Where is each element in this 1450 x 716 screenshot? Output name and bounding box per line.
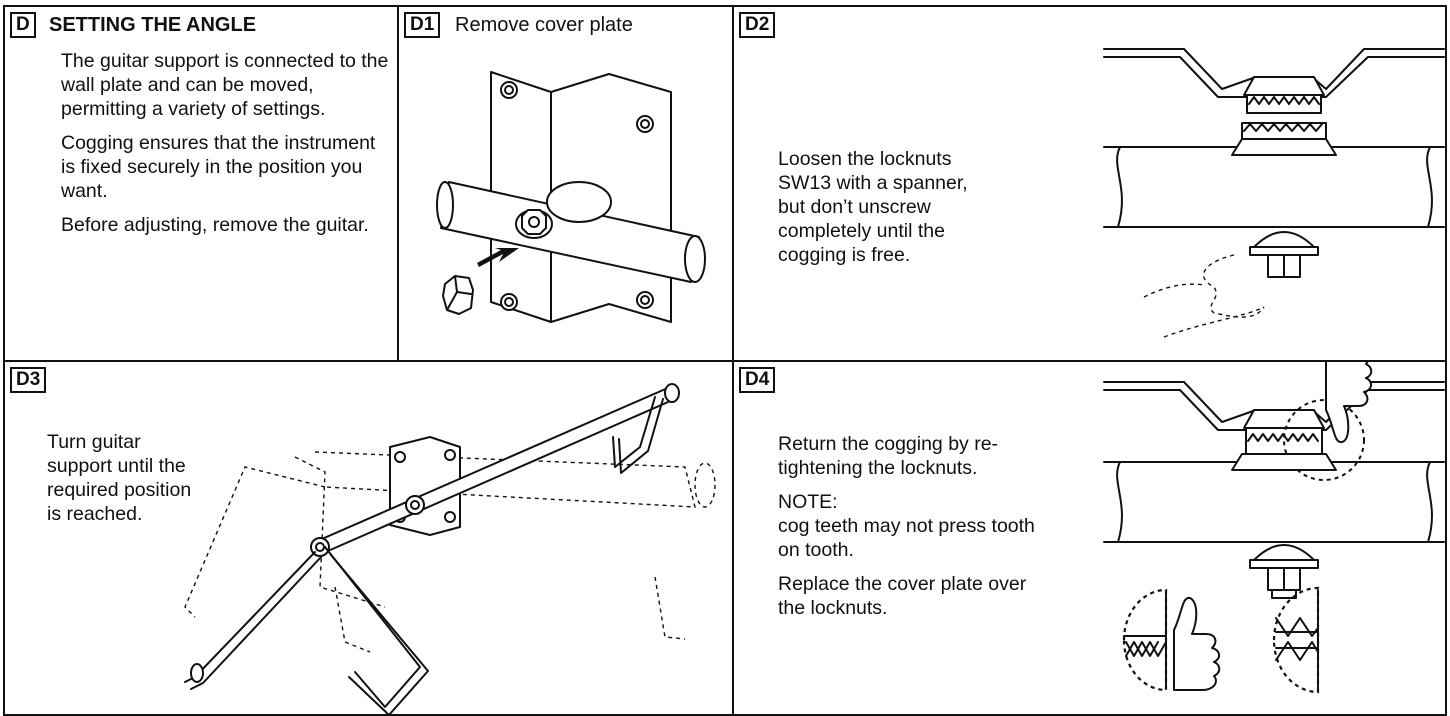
panel-d-paragraph: Before adjusting, remove the guitar. [61,214,369,236]
panel-d4: D4 Return the cogging by re-tightening t… [732,360,1447,716]
panel-d-paragraph: Cogging ensures that the instrument is f… [61,132,376,202]
panel-d4-paragraph: Replace the cover plate over the locknut… [778,573,1027,619]
arrow-icon [477,248,519,267]
cogging-retighten-illustration [1103,362,1445,694]
panel-d: D SETTING THE ANGLE The guitar support i… [3,5,399,362]
panel-d1-label: D1 [404,12,441,38]
panel-d-paragraph: The guitar support is connected to the w… [61,50,389,120]
panel-d2-text: Loosen the locknuts SW13 with a spanner,… [778,148,968,266]
panel-d-title: SETTING THE ANGLE [49,14,257,36]
support-rotation-illustration [184,383,716,714]
panel-d3: D3 Turn guitar support until the require… [3,360,734,716]
panel-d4-note: cog teeth may not press tooth on tooth. [778,515,1035,561]
panel-d4-note-heading: NOTE: [778,491,838,513]
locknut-loosen-illustration [1103,48,1445,338]
panel-d2-label: D2 [739,12,776,38]
panel-d4-text: Return the cogging by re-tightening the … [778,432,1043,630]
thumb-up-icon [1173,596,1221,691]
panel-d-label: D [10,12,36,38]
panel-d1-title: Remove cover plate [455,14,633,36]
wall-bracket-illustration [436,71,706,323]
panel-d2: D2 Loosen the locknuts SW13 with a spann… [732,5,1447,362]
panel-d4-label: D4 [739,367,776,393]
panel-d3-text: Turn guitar support until the required p… [47,431,192,525]
thumb-down-icon [1325,362,1373,444]
panel-d3-label: D3 [10,367,47,393]
panel-d1: D1 Remove cover plate [397,5,734,362]
panel-d4-paragraph: Return the cogging by re-tightening the … [778,433,999,479]
panel-d-text: The guitar support is connected to the w… [61,49,391,247]
